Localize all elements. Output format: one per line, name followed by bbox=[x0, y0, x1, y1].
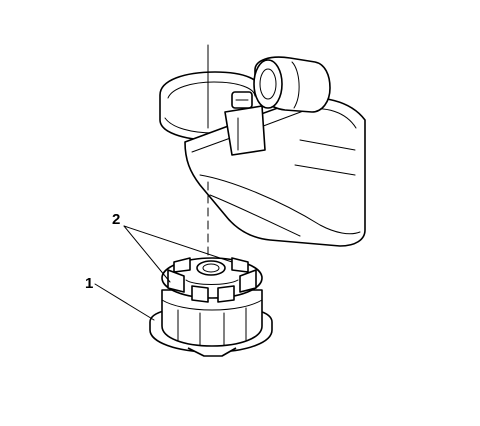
upper-bracket-assembly bbox=[159, 56, 366, 247]
callout-2: 2 bbox=[112, 211, 233, 283]
callout-1: 1 bbox=[85, 275, 155, 321]
callout-1-label: 1 bbox=[85, 275, 93, 292]
callout-2-label: 2 bbox=[112, 211, 120, 228]
mount-assembly bbox=[149, 257, 273, 357]
